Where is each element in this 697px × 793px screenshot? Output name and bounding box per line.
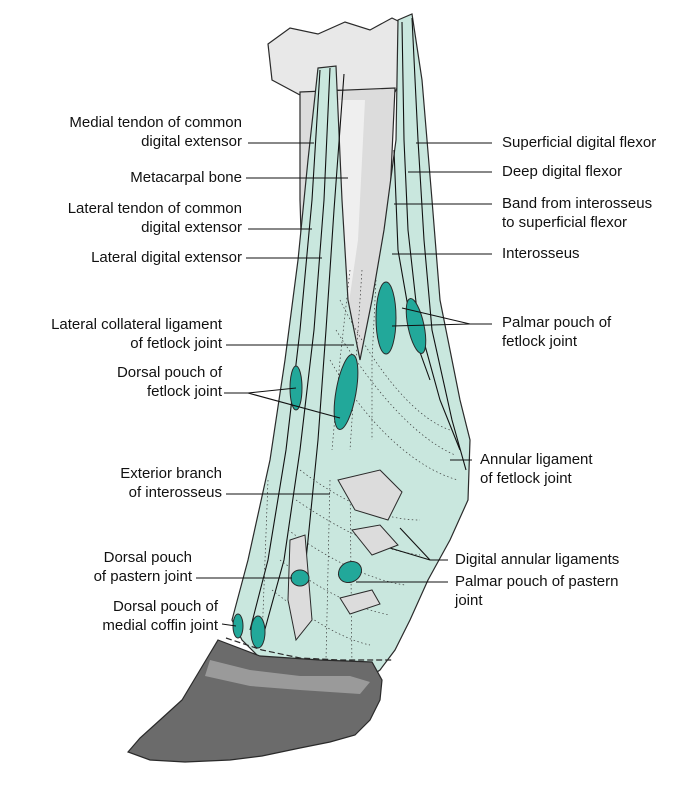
label-medial-tendon: Medial tendon of common digital extensor	[69, 113, 242, 151]
label-superficial-flexor: Superficial digital flexor	[502, 133, 656, 152]
label-dorsal-pouch-coffin: Dorsal pouch of medial coffin joint	[102, 597, 218, 635]
label-dorsal-pouch-pastern: Dorsal pouch of pastern joint	[94, 548, 192, 586]
label-lateral-digital-extensor: Lateral digital extensor	[91, 248, 242, 267]
label-band-interosseus: Band from interosseus to superficial fle…	[502, 194, 652, 232]
label-metacarpal-bone: Metacarpal bone	[130, 168, 242, 187]
dorsal-pouch-pastern	[291, 570, 309, 586]
bone-cut-end	[268, 18, 412, 95]
label-annular-ligament: Annular ligament of fetlock joint	[480, 450, 593, 488]
label-interosseus: Interosseus	[502, 244, 580, 263]
label-palmar-pouch-fetlock: Palmar pouch of fetlock joint	[502, 313, 611, 351]
label-lateral-collateral-ligament: Lateral collateral ligament of fetlock j…	[51, 315, 222, 353]
label-deep-flexor: Deep digital flexor	[502, 162, 622, 181]
label-dorsal-pouch-fetlock: Dorsal pouch of fetlock joint	[117, 363, 222, 401]
label-lateral-tendon: Lateral tendon of common digital extenso…	[68, 199, 242, 237]
dorsal-pouch-coffin-1	[251, 616, 265, 648]
label-exterior-branch: Exterior branch of interosseus	[120, 464, 222, 502]
label-palmar-pouch-pastern: Palmar pouch of pastern joint	[455, 572, 618, 610]
palmar-pouch-fetlock-1	[376, 282, 396, 354]
label-digital-annular: Digital annular ligaments	[455, 550, 619, 569]
